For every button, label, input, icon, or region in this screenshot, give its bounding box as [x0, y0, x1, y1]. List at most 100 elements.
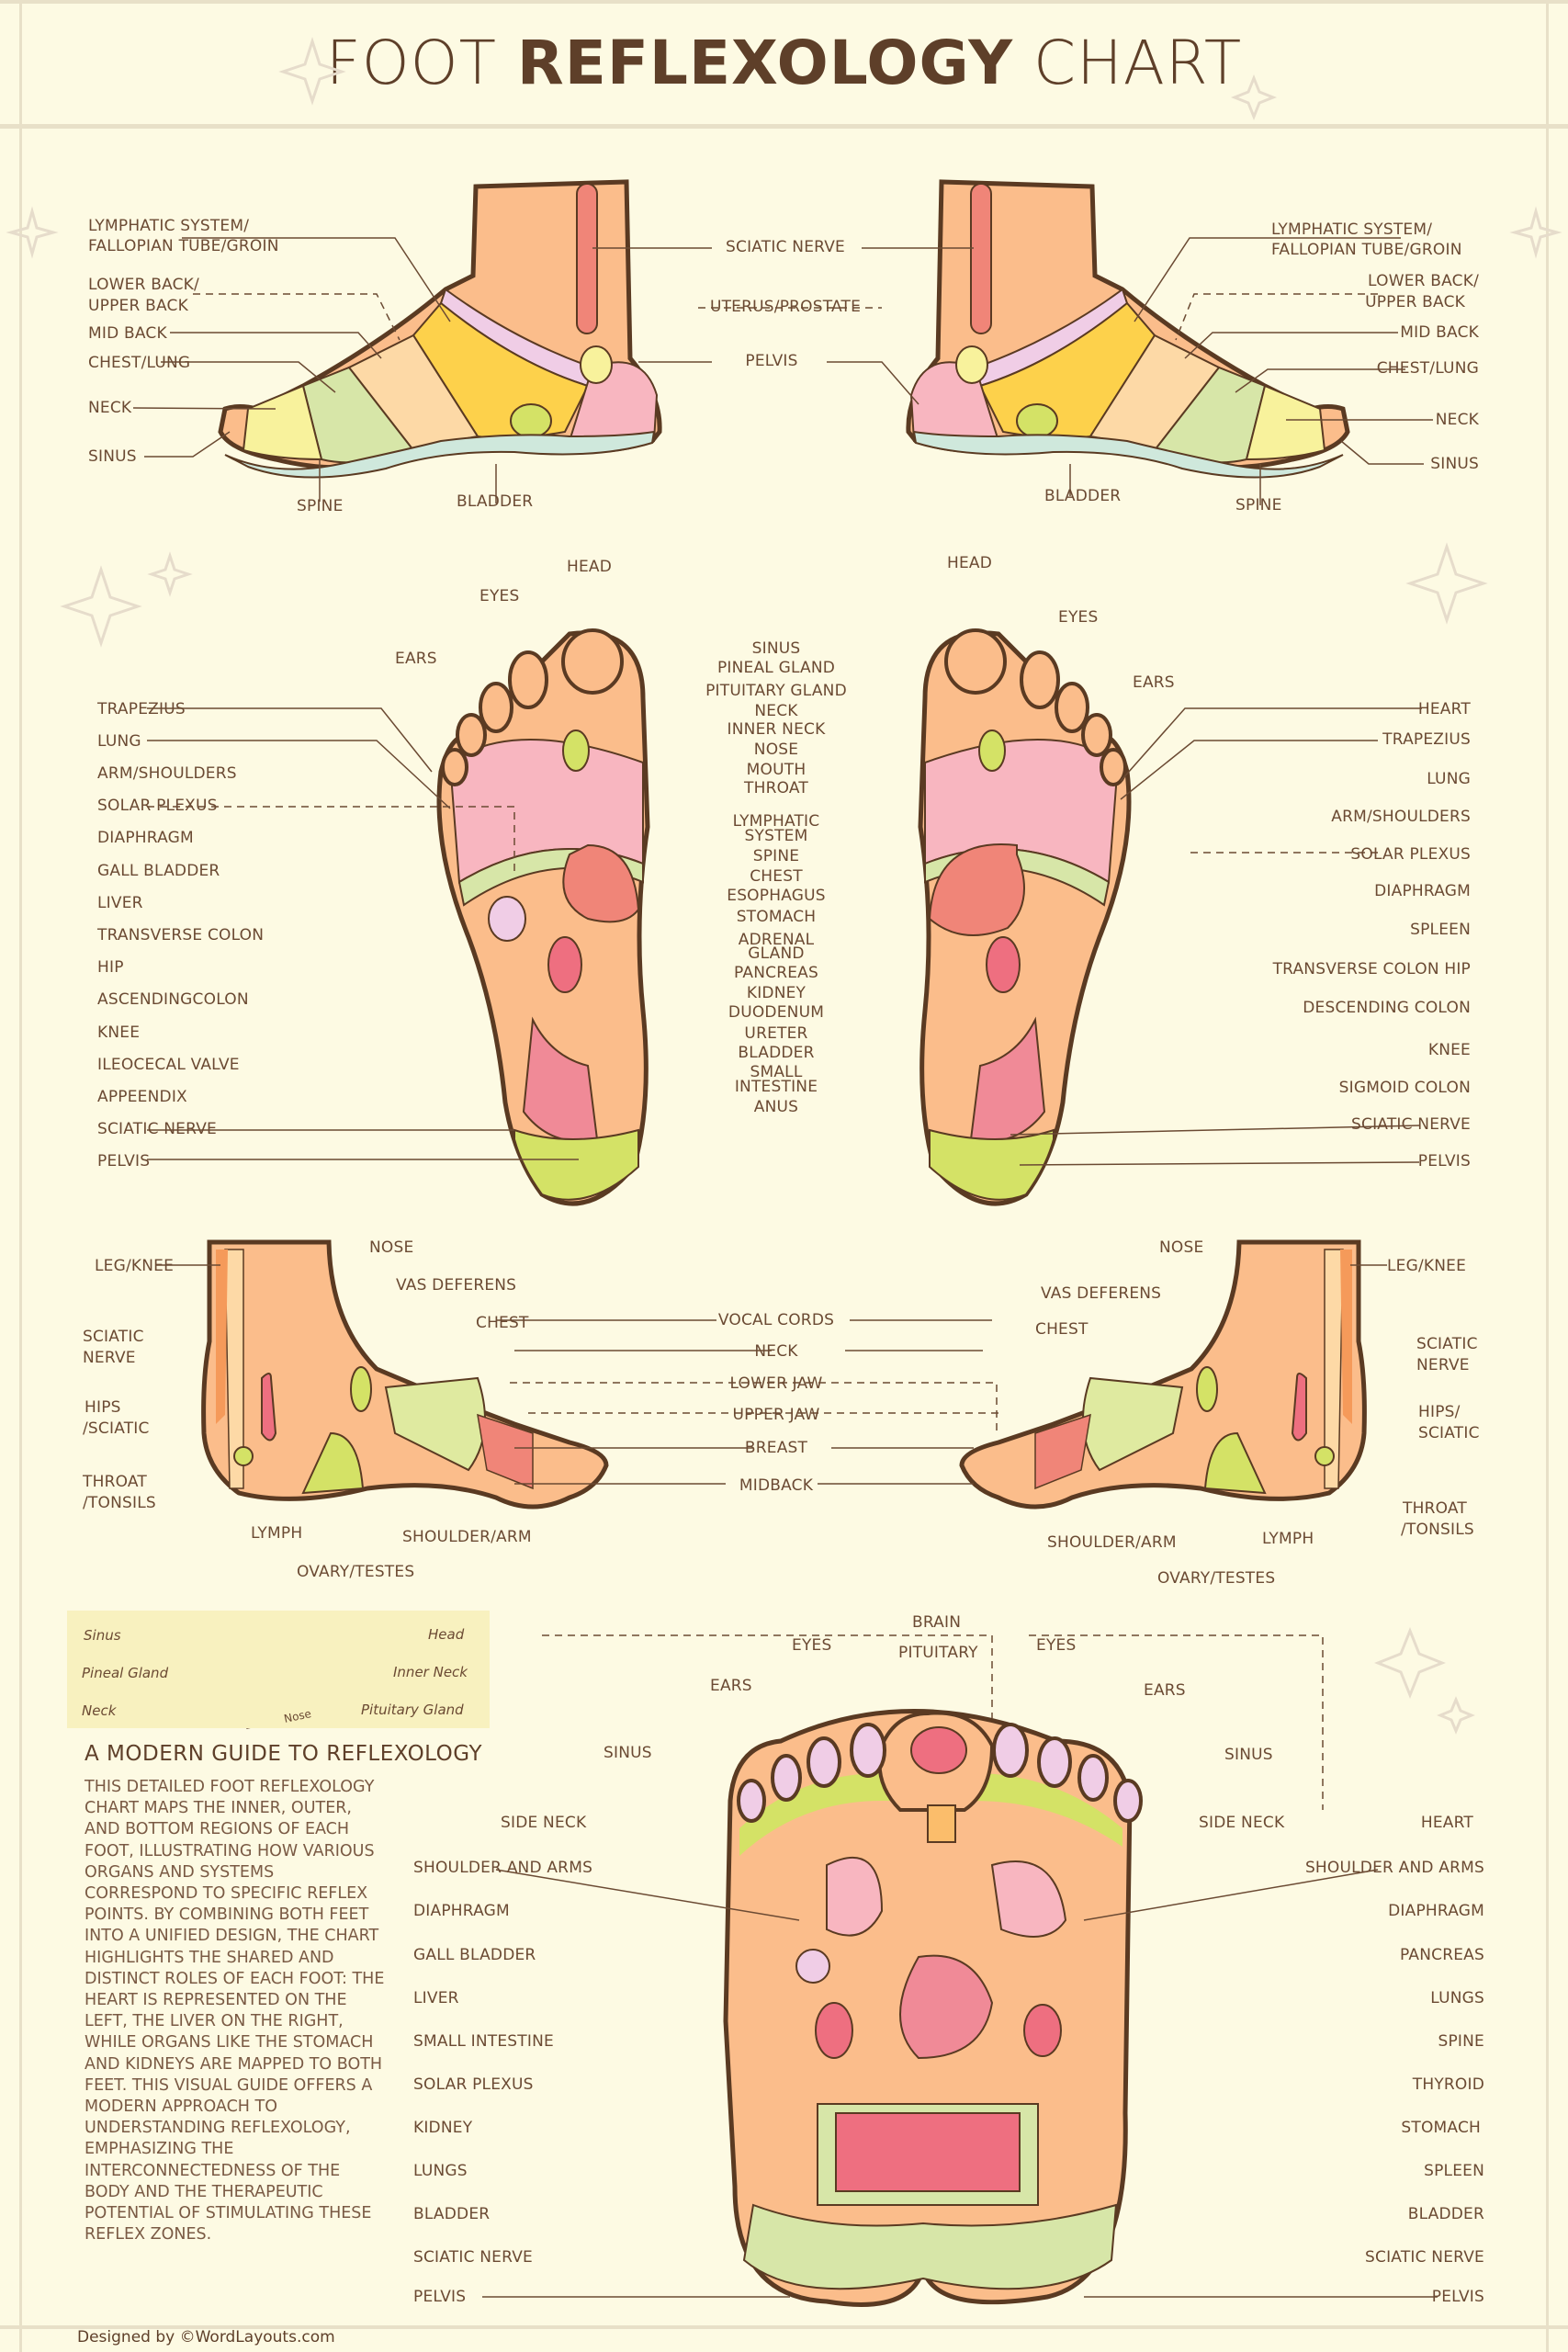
combined-left-gall-bladder: GALL BLADDER [413, 1946, 536, 1964]
label-pelvis-center: PELVIS [745, 352, 798, 370]
legend-nose: Nose [282, 1707, 313, 1725]
combined-right-spine: SPINE [1438, 2032, 1484, 2051]
sole-left-ileocecal-valve: ILEOCECAL VALVE [97, 1056, 240, 1074]
legend-sinus: Sinus [84, 1627, 121, 1644]
sole-center-pancreas: PANCREAS [734, 964, 818, 982]
outer-left-chest: CHEST [476, 1314, 529, 1332]
inner-side-left-foot [218, 179, 662, 479]
outer-right-ovary-testes: OVARY/TESTES [1157, 1569, 1276, 1588]
label-lower-back-r1: LOWER BACK/ [1368, 272, 1479, 290]
sole-center-inner-neck: INNER NECK [727, 720, 826, 739]
outer-left-tonsils: /TONSILS [83, 1494, 156, 1512]
label-eyes-right: EYES [1058, 608, 1099, 627]
sole-left-appendix: APPEENDIX [97, 1088, 187, 1106]
frame-top [0, 0, 1568, 4]
outer-center-lower-jaw: LOWER JAW [729, 1374, 823, 1393]
outer-right-shoulder-arm: SHOULDER/ARM [1047, 1533, 1177, 1552]
combined-eyes-right: EYES [1036, 1636, 1077, 1655]
label-lower-back-r2: UPPER BACK [1365, 293, 1465, 311]
combined-left-small-intestine: SMALL INTESTINE [413, 2032, 554, 2051]
combined-right-spleen: SPLEEN [1424, 2162, 1484, 2180]
outer-right-tonsils: /TONSILS [1401, 1521, 1474, 1539]
outer-right-vas-deferens: VAS DEFERENS [1041, 1284, 1162, 1303]
outer-center-upper-jaw: UPPER JAW [732, 1406, 820, 1424]
sole-left-knee: KNEE [97, 1023, 141, 1042]
sole-center-spine: SPINE [752, 847, 800, 865]
combined-left-bladder: BLADDER [413, 2205, 491, 2223]
label-chest-lung: CHEST/LUNG [88, 354, 191, 372]
combined-brain: BRAIN [912, 1613, 962, 1632]
sole-left-liver: LIVER [97, 894, 143, 912]
legend-head: Head [428, 1626, 465, 1643]
combined-right-thyroid: THYROID [1412, 2075, 1484, 2094]
combined-left-diaphragm: DIAPHRAGM [413, 1902, 510, 1920]
label-head-left: HEAD [567, 558, 613, 576]
combined-side-neck-left: SIDE NECK [501, 1814, 587, 1832]
sole-right-spleen: SPLEEN [1410, 921, 1471, 939]
sole-center-lymphatic: LYMPHATIC [732, 812, 820, 831]
combined-pituitary: PITUITARY [898, 1644, 978, 1662]
combined-right-stomach: STOMACH [1401, 2119, 1481, 2137]
dashed-leader-lines [147, 293, 1378, 1810]
sole-right-knee: KNEE [1427, 1041, 1471, 1059]
legend-pituitary-gland: Pituitary Gland [361, 1702, 464, 1718]
outer-right-throat: THROAT [1403, 1499, 1467, 1518]
outer-right-hips: HIPS/ [1418, 1403, 1461, 1421]
sole-center-chest: CHEST [750, 867, 803, 886]
outer-left-lymph: LYMPH [251, 1524, 303, 1543]
label-eyes-left: EYES [479, 587, 520, 605]
sole-center-adrenal: ADRENAL [738, 931, 815, 949]
outer-right-nose: NOSE [1159, 1238, 1204, 1257]
inner-side-right-foot [906, 179, 1350, 479]
sole-right-arm-shoulders: ARM/SHOULDERS [1331, 808, 1471, 826]
combined-right-lungs: LUNGS [1430, 1989, 1484, 2007]
label-bladder-r: BLADDER [1044, 487, 1122, 505]
outer-center-breast: BREAST [744, 1439, 808, 1457]
outer-left-nerve: NERVE [83, 1349, 136, 1367]
legend-pineal-gland: Pineal Gland [82, 1665, 169, 1681]
combined-sinus-left: SINUS [604, 1744, 652, 1762]
label-sinus: SINUS [88, 447, 137, 466]
outer-left-sciatic-2: /SCIATIC [83, 1419, 150, 1438]
label-spine: SPINE [297, 497, 344, 515]
outer-center-vocal-cords: VOCAL CORDS [717, 1311, 835, 1329]
sole-right-pelvis: PELVIS [1417, 1152, 1471, 1170]
outer-right-nerve: NERVE [1416, 1356, 1470, 1374]
combined-sinus-right: SINUS [1224, 1746, 1273, 1764]
combined-side-neck-right: SIDE NECK [1199, 1814, 1285, 1832]
label-chest-lung-r: CHEST/LUNG [1376, 359, 1479, 378]
sole-center-esophagus: ESOPHAGUS [727, 887, 826, 905]
sole-right-descending-colon: DESCENDING COLON [1303, 999, 1471, 1017]
sole-left-gall-bladder: GALL BLADDER [97, 862, 220, 880]
combined-left-kidney: KIDNEY [413, 2119, 473, 2137]
label-mid-back-r: MID BACK [1400, 323, 1479, 342]
sole-left-diaphragm: DIAPHRAGM [97, 829, 194, 847]
sole-center-pineal-gland: PINEAL GLAND [716, 659, 836, 677]
sole-center-stomach: STOMACH [736, 908, 817, 926]
combined-left-pelvis: PELVIS [413, 2288, 467, 2306]
outer-left-sciatic: SCIATIC [83, 1328, 144, 1346]
combined-right-shoulder-and-arms: SHOULDER AND ARMS [1304, 1859, 1484, 1877]
label-sciatic-nerve-center: SCIATIC NERVE [726, 238, 845, 256]
sole-left-hip: HIP [97, 958, 124, 977]
sole-left-ascending-colon: ASCENDINGCOLON [97, 990, 249, 1009]
sole-left-trapezius: TRAPEZIUS [97, 700, 186, 718]
sole-right-trapezius: TRAPEZIUS [1382, 730, 1471, 749]
combined-right-pelvis: PELVIS [1431, 2288, 1484, 2306]
sole-left-transverse-colon: TRANSVERSE COLON [97, 926, 265, 944]
combined-right-bladder: BLADDER [1407, 2205, 1484, 2223]
outer-side-right-foot [959, 1239, 1367, 1510]
outer-left-shoulder-arm: SHOULDER/ARM [402, 1528, 532, 1546]
outer-left-leg-knee: LEG/KNEE [95, 1257, 175, 1275]
label-lymphatic-system-l1: LYMPHATIC SYSTEM/ [88, 217, 250, 235]
label-lymphatic-system-l2: FALLOPIAN TUBE/GROIN [88, 237, 279, 255]
sole-left-pelvis: PELVIS [97, 1152, 151, 1170]
frame-header-divider [0, 124, 1568, 129]
label-lower-back-l2: UPPER BACK [88, 297, 188, 315]
sole-center-bladder: BLADDER [738, 1044, 815, 1062]
sole-right-solar-plexus: SOLAR PLEXUS [1350, 845, 1471, 864]
outer-right-lymph: LYMPH [1262, 1530, 1314, 1548]
combined-right-pancreas: PANCREAS [1400, 1946, 1484, 1964]
combined-right-diaphragm: DIAPHRAGM [1388, 1902, 1484, 1920]
